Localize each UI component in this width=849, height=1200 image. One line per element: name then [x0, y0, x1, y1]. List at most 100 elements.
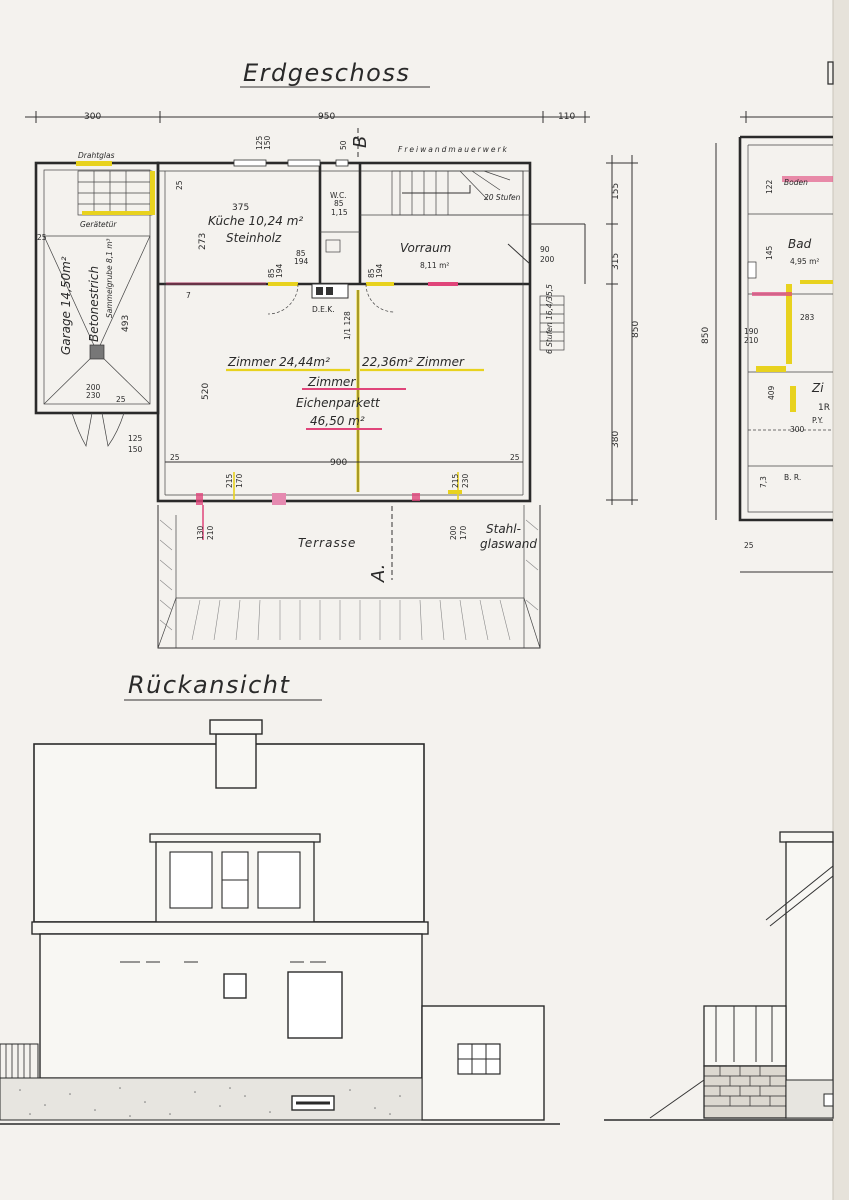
stufen-label: 20 Stufen — [484, 193, 521, 202]
right-dimension-chain: 155 315 380 850 — [606, 155, 641, 505]
kitchen-label: Küche 10,24 m² — [208, 214, 303, 228]
dim-top-right: 110 — [558, 112, 575, 122]
dim-520: 520 — [201, 383, 211, 400]
vorraum-area: 8,11 m² — [420, 261, 449, 270]
dim-right-155: 155 — [611, 183, 621, 200]
dim-k194a: 194 — [294, 257, 309, 266]
dim-r145: 145 — [765, 245, 774, 260]
rear-elevation — [0, 719, 560, 1125]
dim-r283: 283 — [800, 313, 815, 322]
dim-900: 900 — [330, 458, 347, 468]
dim-d230: 230 — [461, 473, 470, 488]
garage-label: Garage 14,50m² — [59, 256, 73, 355]
paper-edge — [833, 0, 849, 1200]
dim-k25: 25 — [175, 180, 184, 190]
sammelgrube-label: Sammelgrube 8,1 m³ — [105, 238, 114, 318]
main-house-walls — [156, 159, 532, 505]
zimmer-left-label: Zimmer 24,44m² — [227, 355, 330, 369]
garage: Drahtglas Gerätetür Garage 14,50m² Beton… — [34, 151, 160, 448]
dim-top-mid: 950 — [318, 112, 335, 122]
zimmer-right-label: 22,36m² Zimmer — [362, 355, 465, 369]
dim-top-left: 300 — [84, 112, 101, 122]
bad-area: 4,95 m² — [790, 257, 819, 266]
dim-b25r: 25 — [510, 453, 520, 462]
dim-k194c: 194 — [375, 263, 384, 278]
top-dimension-line: 300 950 110 — [25, 111, 590, 123]
dim-v90: 90 — [540, 245, 550, 254]
zimmer-label: Zimmer — [307, 375, 356, 389]
zi-label: Zi — [811, 381, 824, 395]
kitchen-dim-375: 375 — [232, 203, 249, 213]
drahtglas-label: Drahtglas — [78, 151, 115, 160]
wc-label: W.C. — [330, 191, 347, 200]
br-label: B. R. — [784, 473, 801, 482]
dim-r122: 122 — [765, 179, 774, 194]
dim-493: 493 — [121, 315, 131, 332]
dim-273: 273 — [198, 233, 208, 250]
side-elevation-partial — [604, 831, 834, 1121]
dim-r190: 190 — [744, 327, 759, 336]
dim-k85a: 85 — [296, 249, 306, 258]
dim-d200b: 200 — [449, 525, 458, 540]
dim-d125b: 125 — [128, 434, 143, 443]
dim-d215b: 215 — [451, 473, 460, 488]
rear-view-title: Rückansicht — [128, 671, 290, 699]
entry-stair-info: 6 Stufen 16,4/35,5 — [545, 284, 554, 354]
entry-stairs: 6 Stufen 16,4/35,5 — [539, 284, 565, 354]
dim-r25: 25 — [744, 541, 754, 550]
dim-d150b: 150 — [128, 445, 143, 454]
dim-k85b: 85 — [267, 268, 276, 278]
stahl-label: Stahl- — [486, 522, 521, 536]
vorraum-label: Vorraum — [400, 241, 451, 255]
terrasse-label: Terrasse — [298, 536, 356, 550]
area-total-label: 46,50 m² — [310, 414, 365, 428]
geraetetuer-label: Gerätetür — [80, 220, 117, 229]
dim-r850: 850 — [701, 327, 711, 344]
py-label: P.Y. — [812, 416, 823, 425]
wc-dim-115: 1,15 — [331, 208, 348, 217]
dim-d210: 210 — [206, 525, 215, 540]
dim-r300: 300 — [790, 425, 805, 434]
r1r-label: 1R — [818, 403, 830, 413]
dim-v200: 200 — [540, 255, 555, 264]
dim-d150a: 150 — [263, 135, 272, 150]
dim-b25l: 25 — [170, 453, 180, 462]
living-room: Zimmer 24,44m² 22,36m² Zimmer Zimmer Eic… — [201, 355, 484, 430]
dim-d215a: 215 — [225, 473, 234, 488]
dim-r73: 7,3 — [759, 476, 768, 488]
dim-right-380: 380 — [611, 431, 621, 448]
boden-label: Boden — [784, 178, 808, 187]
wc-dim-85: 85 — [334, 199, 344, 208]
dim-d125a: 125 — [255, 135, 264, 150]
dim-d170b: 170 — [459, 525, 468, 540]
dim-d130: 130 — [196, 525, 205, 540]
dim-r210: 210 — [744, 336, 759, 345]
bottom-dimension-900: 900 25 25 125 150 — [128, 434, 523, 468]
staircase: 20 Stufen — [391, 170, 524, 216]
section-a-marker: A. — [368, 564, 389, 583]
dim-r409: 409 — [767, 385, 776, 400]
upper-floor-partial-plan: Boden Bad 4,95 m² Zi 283 300 190 210 145… — [701, 61, 834, 573]
dim-k85c: 85 — [367, 268, 376, 278]
dim-k194b: 194 — [275, 263, 284, 278]
dim-right-315: 315 — [611, 253, 621, 270]
dim-g200: 200 — [86, 383, 101, 392]
steinholz-label: Steinholz — [226, 231, 282, 245]
dim-right-850: 850 — [631, 321, 641, 338]
terrace: Terrasse Stahl- glaswand A. — [157, 505, 541, 649]
dim-7: 7 — [186, 291, 191, 300]
section-b-marker: B — [350, 136, 371, 148]
chimney-label: 1/1 128 — [343, 311, 352, 340]
eichenparkett-label: Eichenparkett — [296, 396, 381, 410]
dim-garage-25: 25 — [37, 233, 47, 242]
floor-plan-title: Erdgeschoss — [243, 59, 410, 87]
dek-label: D.E.K. — [312, 305, 335, 314]
freiwand-label: Freiwandmauerwerk — [398, 145, 509, 154]
bad-label: Bad — [788, 237, 812, 251]
dim-d170a: 170 — [235, 473, 244, 488]
dim-g25: 25 — [116, 395, 126, 404]
betonestrich-label: Betonestrich — [87, 266, 101, 342]
glaswand-label: glaswand — [480, 537, 537, 551]
dim-g230: 230 — [86, 391, 101, 400]
